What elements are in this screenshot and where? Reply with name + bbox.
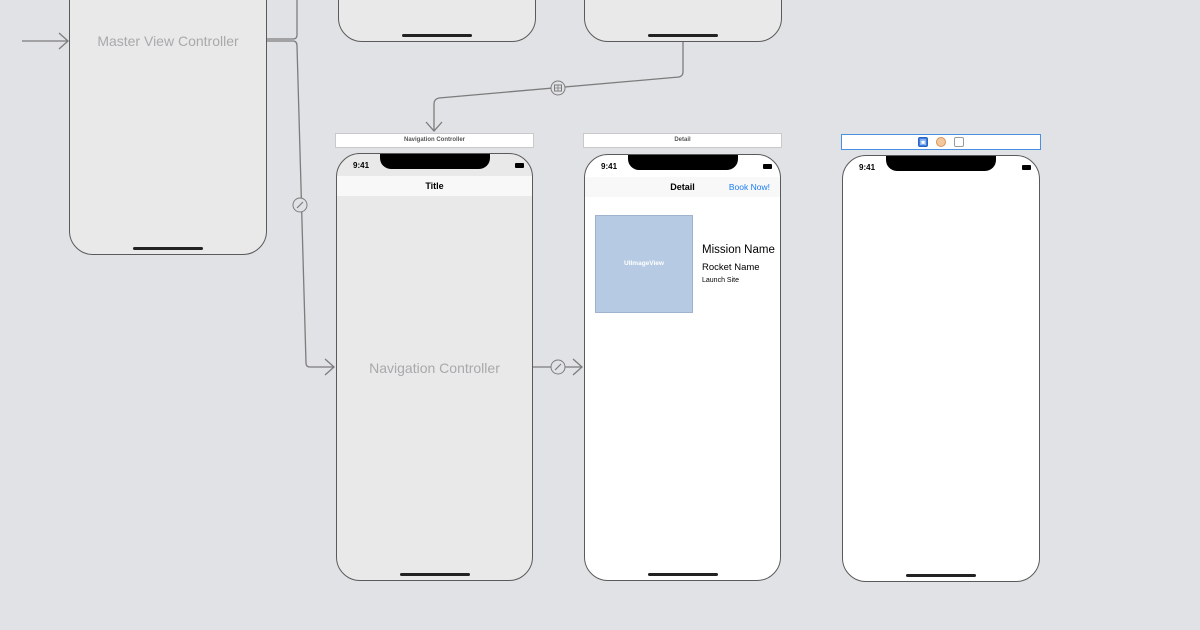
view-controller-icon[interactable]: ▣ — [918, 137, 928, 147]
home-indicator — [133, 247, 203, 250]
battery-icon — [515, 163, 524, 168]
home-indicator — [399, 573, 470, 576]
first-responder-icon[interactable] — [936, 137, 946, 147]
segue-icon-1 — [292, 197, 308, 213]
status-time: 9:41 — [859, 163, 876, 172]
home-indicator — [402, 34, 472, 37]
home-indicator — [648, 34, 718, 37]
scene-dock-toolbar[interactable]: ▣ — [841, 134, 1041, 150]
navigation-scene-header[interactable]: Navigation Controller — [335, 133, 534, 148]
master-view-controller-scene[interactable]: Master View Controller — [69, 0, 267, 255]
nav-title: Title — [425, 181, 444, 191]
segue-icon-2 — [550, 80, 566, 96]
segue-icon-3 — [550, 359, 566, 375]
top-scene-right[interactable] — [584, 0, 782, 42]
navigation-bar[interactable]: Title — [337, 176, 532, 196]
detail-scene-header[interactable]: Detail — [583, 133, 782, 148]
mission-name-label[interactable]: Mission Name — [702, 244, 775, 256]
battery-icon — [763, 164, 772, 169]
master-scene-label: Master View Controller — [97, 33, 239, 49]
blank-view-controller-scene[interactable]: 9:41 — [842, 155, 1040, 582]
status-time: 9:41 — [353, 161, 370, 170]
detail-scene[interactable]: 9:41 Detail Book Now! UIImageView Missio… — [584, 154, 781, 581]
device-notch — [886, 156, 996, 171]
rocket-name-label[interactable]: Rocket Name — [702, 262, 760, 273]
image-view[interactable]: UIImageView — [595, 215, 693, 313]
status-time: 9:41 — [601, 162, 618, 171]
navigation-bar[interactable]: Detail Book Now! — [585, 177, 780, 197]
launch-site-label[interactable]: Launch Site — [702, 277, 739, 284]
battery-icon — [1022, 165, 1031, 170]
navigation-scene-label: Navigation Controller — [369, 360, 500, 376]
top-scene-left[interactable] — [338, 0, 536, 42]
nav-title: Detail — [670, 182, 695, 192]
book-now-button[interactable]: Book Now! — [728, 182, 770, 192]
device-notch — [627, 155, 738, 170]
device-notch — [379, 154, 490, 169]
home-indicator — [906, 574, 976, 577]
exit-icon[interactable] — [954, 137, 964, 147]
image-view-label: UIImageView — [624, 260, 664, 267]
home-indicator — [647, 573, 718, 576]
navigation-controller-scene[interactable]: 9:41 Title Navigation Controller — [336, 153, 533, 581]
